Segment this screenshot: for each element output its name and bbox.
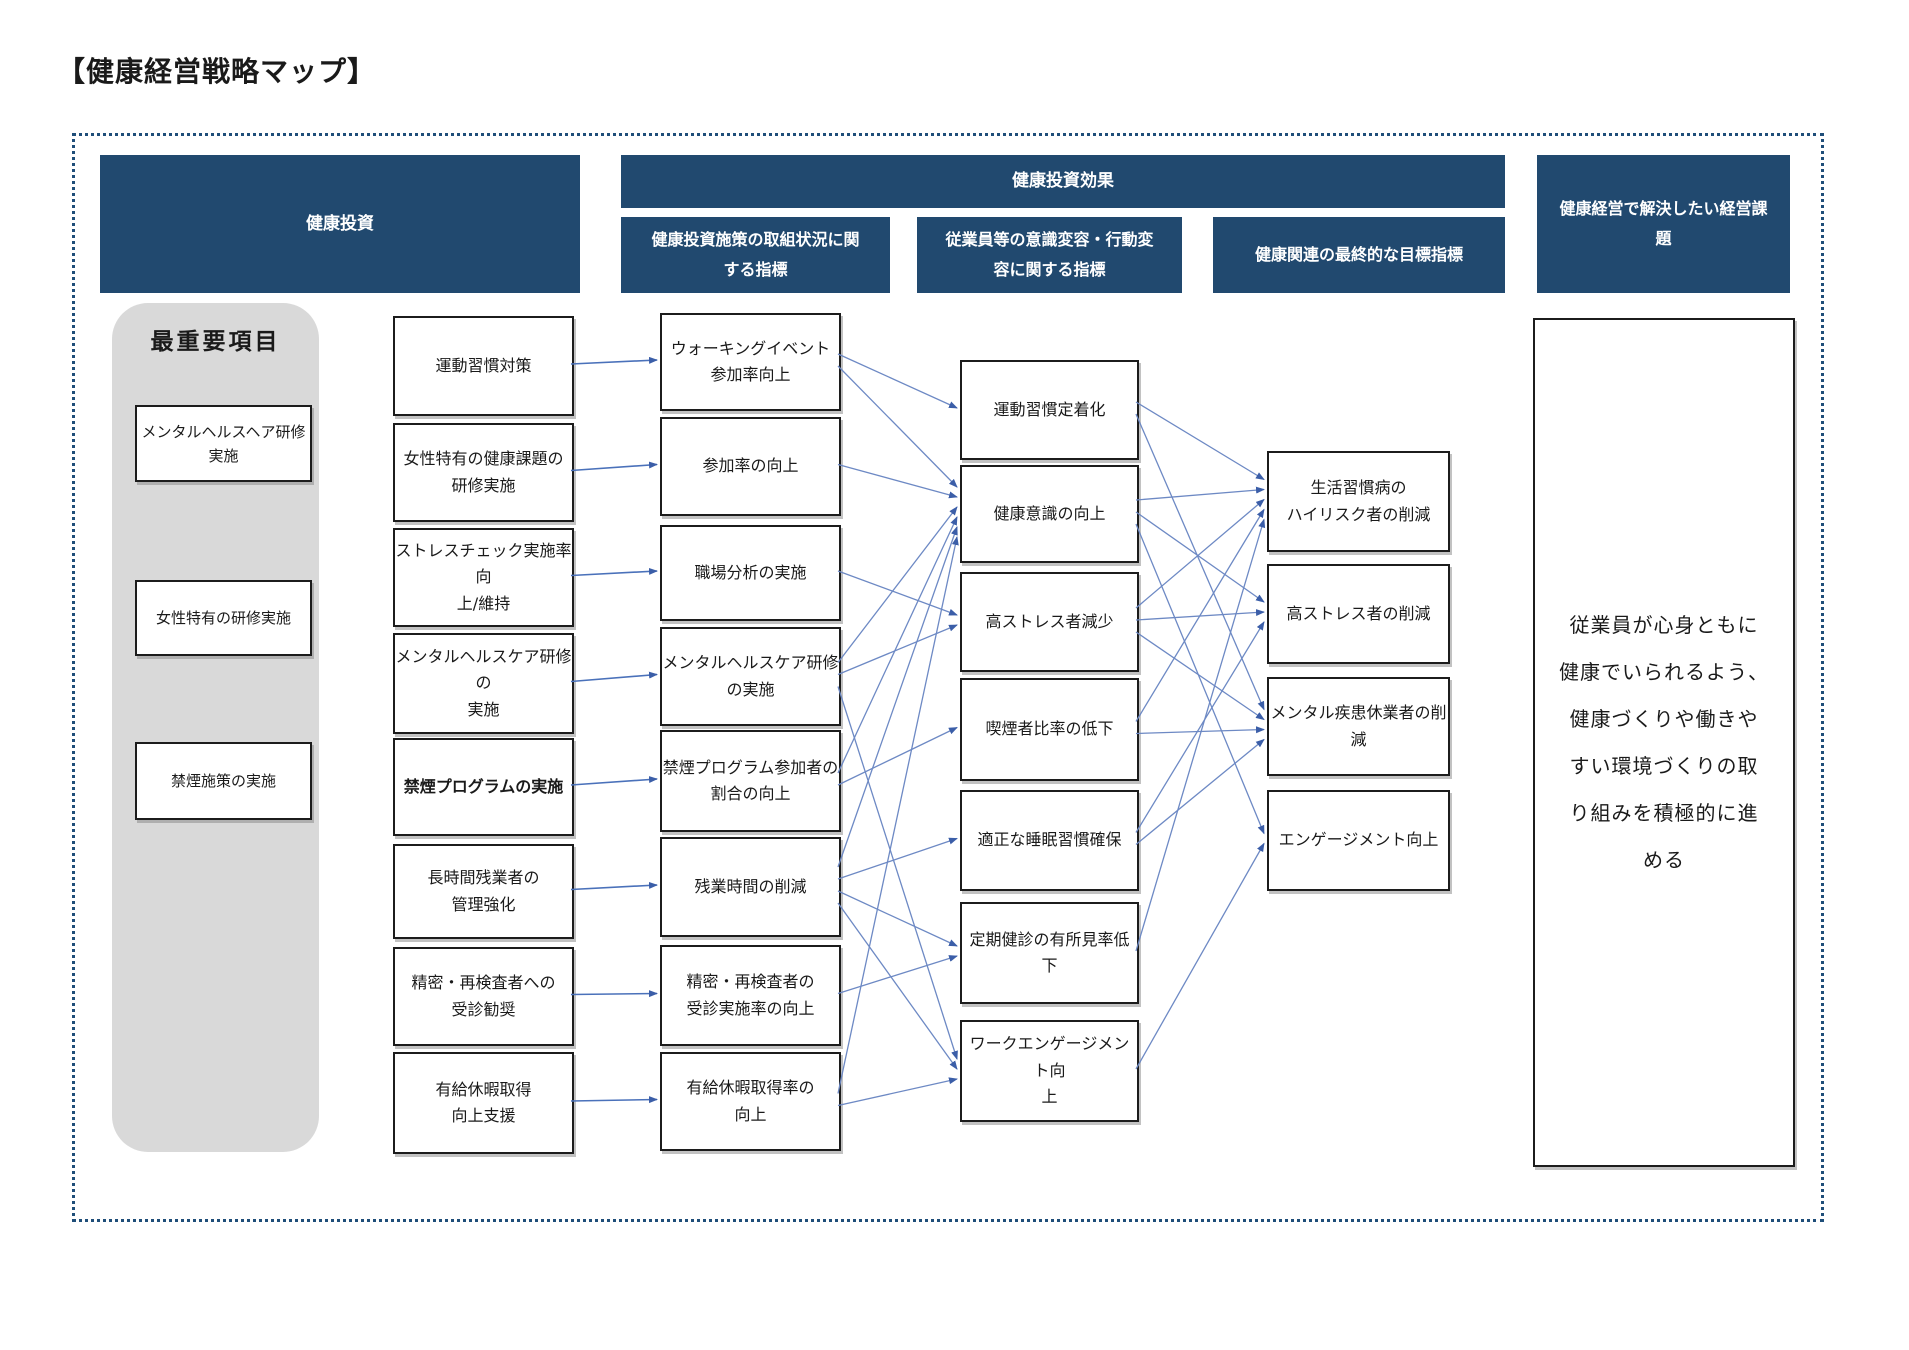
flow-box-c5-1: 生活習慣病の ハイリスク者の削減 — [1267, 451, 1450, 552]
flow-box-c4-4: 喫煙者比率の低下 — [960, 678, 1139, 781]
priority-item-mental-health-training: メンタルヘルスヘア研修 実施 — [135, 405, 312, 482]
flow-box-c2-8: 有給休暇取得 向上支援 — [393, 1052, 574, 1154]
header-behavior-indicators: 従業員等の意識変容・行動変 容に関する指標 — [917, 217, 1182, 293]
flow-box-c4-5: 適正な睡眠習慣確保 — [960, 790, 1139, 891]
flow-box-c3-7: 精密・再検査者の 受診実施率の向上 — [660, 945, 841, 1046]
header-final-target-indicators: 健康関連の最終的な目標指標 — [1213, 217, 1505, 293]
header-management-issues: 健康経営で解決したい経営課 題 — [1537, 155, 1790, 293]
header-investment-effect: 健康投資効果 — [621, 155, 1505, 208]
flow-box-c3-2: 参加率の向上 — [660, 417, 841, 516]
header-initiative-indicators: 健康投資施策の取組状況に関 する指標 — [621, 217, 890, 293]
flow-box-c3-1: ウォーキングイベント 参加率向上 — [660, 313, 841, 411]
flow-box-c5-3: メンタル疾患休業者の削 減 — [1267, 677, 1450, 776]
flow-box-c4-7: ワークエンゲージメント向 上 — [960, 1020, 1139, 1122]
flow-box-c5-4: エンゲージメント向上 — [1267, 790, 1450, 891]
flow-box-c2-7: 精密・再検査者への 受診勧奨 — [393, 947, 574, 1046]
flow-box-c3-5: 禁煙プログラム参加者の 割合の向上 — [660, 730, 841, 832]
priority-item-smoking-measures: 禁煙施策の実施 — [135, 742, 312, 820]
flow-box-c3-6: 残業時間の削減 — [660, 837, 841, 937]
priority-item-womens-training: 女性特有の研修実施 — [135, 580, 312, 656]
dotted-frame — [72, 133, 1824, 1222]
page-title: 【健康経営戦略マップ】 — [57, 55, 377, 88]
flow-box-c2-4: メンタルヘルスケア研修の 実施 — [393, 633, 574, 734]
management-goal-box: 従業員が心身ともに 健康でいられるよう、 健康づくりや働きや すい環境づくりの取… — [1533, 318, 1795, 1167]
flow-box-c3-8: 有給休暇取得率の 向上 — [660, 1052, 841, 1151]
header-health-investment: 健康投資 — [100, 155, 580, 293]
flow-box-c4-6: 定期健診の有所見率低 下 — [960, 902, 1139, 1004]
flow-box-c4-3: 高ストレス者減少 — [960, 572, 1139, 672]
priority-panel-title: 最重要項目 — [150, 329, 281, 355]
flow-box-c2-1: 運動習慣対策 — [393, 316, 574, 416]
flow-box-c2-3: ストレスチェック実施率向 上/維持 — [393, 528, 574, 627]
flow-box-c4-2: 健康意識の向上 — [960, 465, 1139, 563]
flow-box-c5-2: 高ストレス者の削減 — [1267, 564, 1450, 664]
flow-box-c2-2: 女性特有の健康課題の 研修実施 — [393, 423, 574, 522]
flow-box-c3-3: 職場分析の実施 — [660, 525, 841, 621]
flow-box-c3-4: メンタルヘルスケア研修 の実施 — [660, 627, 841, 726]
flow-box-c4-1: 運動習慣定着化 — [960, 360, 1139, 460]
flow-box-c2-6: 長時間残業者の 管理強化 — [393, 844, 574, 939]
flow-box-c2-5: 禁煙プログラムの実施 — [393, 738, 574, 836]
